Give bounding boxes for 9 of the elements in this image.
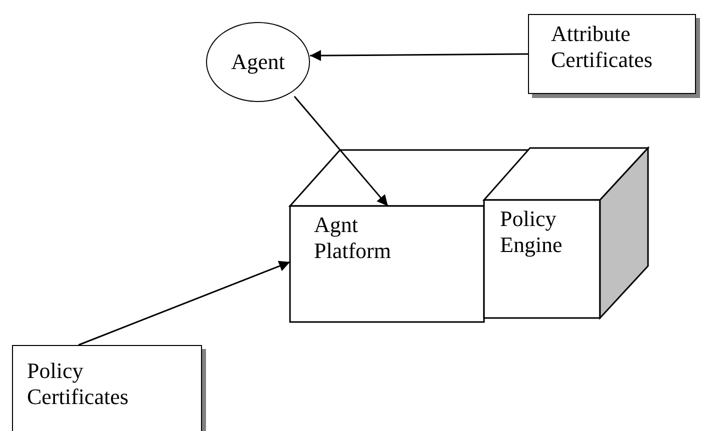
- arrow: [78, 260, 290, 346]
- cuboid-box: [484, 148, 648, 318]
- arrow: [294, 96, 388, 207]
- node-label: Attribute Certificates: [551, 21, 654, 74]
- node-label: Agnt Platform: [314, 212, 392, 265]
- node-label: Policy Certificates: [27, 358, 130, 411]
- node-label: Agent: [231, 48, 285, 76]
- node-label: Policy Engine: [500, 206, 564, 259]
- arrow: [310, 50, 528, 62]
